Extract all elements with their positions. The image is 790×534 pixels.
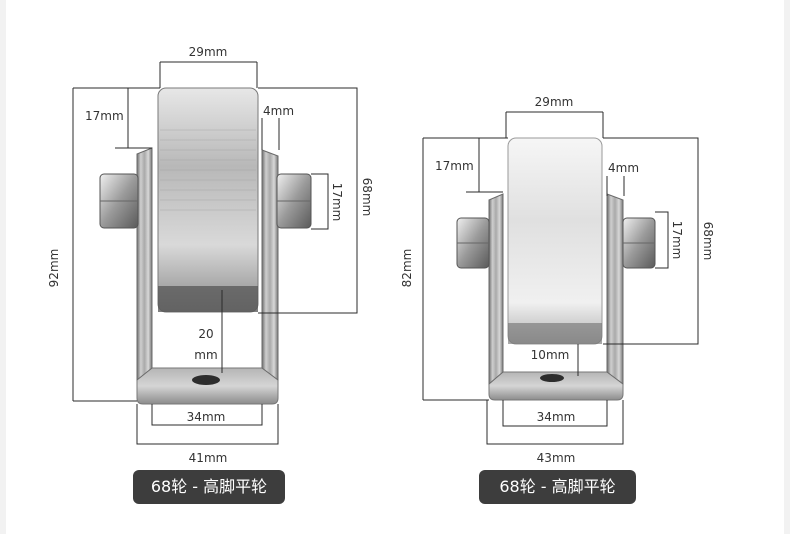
left-label-axle-clearance-unit: mm (194, 348, 217, 362)
right-bracket-left-leg (488, 193, 504, 386)
right-label-wheel-width: 29mm (535, 95, 574, 109)
right-wheel (507, 137, 603, 345)
right-caster-illustration (456, 137, 656, 401)
left-bracket-left-leg (136, 147, 153, 382)
right-dimension-labels: 29mm 17mm 4mm 82mm 68mm 17mm 10mm 34mm 4… (400, 95, 715, 465)
left-dimension-lines (72, 61, 358, 445)
right-base-hole (540, 374, 564, 382)
right-label-total-height: 82mm (400, 249, 414, 288)
left-label-axle-clearance-value: 20 (198, 327, 213, 341)
left-base-plate (136, 367, 279, 405)
right-label-wheel-diameter: 68mm (701, 222, 715, 261)
left-label-bolt-height: 17mm (330, 183, 344, 222)
left-label-wheel-diameter: 68mm (360, 178, 374, 217)
left-caption: 68轮 - 高脚平轮 (133, 470, 285, 504)
left-label-total-height: 92mm (47, 249, 61, 288)
right-bracket-right-leg (606, 193, 624, 385)
left-label-bracket-thickness: 4mm (263, 104, 294, 118)
right-label-bracket-thickness: 4mm (608, 161, 639, 175)
left-caster-illustration (99, 87, 312, 405)
right-label-top-offset: 17mm (435, 159, 474, 173)
right-label-axle-clearance: 10mm (531, 348, 570, 362)
right-label-base-inner: 34mm (537, 410, 576, 424)
left-base-hole (192, 375, 220, 385)
right-dimension-lines (422, 111, 699, 445)
right-label-base-outer: 43mm (537, 451, 576, 465)
right-caption: 68轮 - 高脚平轮 (479, 470, 636, 504)
left-label-top-offset: 17mm (85, 109, 124, 123)
left-dimension-labels: 29mm 17mm 4mm 92mm 68mm 17mm 20 mm 34mm … (47, 45, 374, 465)
left-label-wheel-width: 29mm (189, 45, 228, 59)
left-bracket-right-leg (261, 149, 279, 381)
left-label-base-outer: 41mm (189, 451, 228, 465)
left-label-base-inner: 34mm (187, 410, 226, 424)
right-label-bolt-height: 17mm (670, 221, 684, 260)
